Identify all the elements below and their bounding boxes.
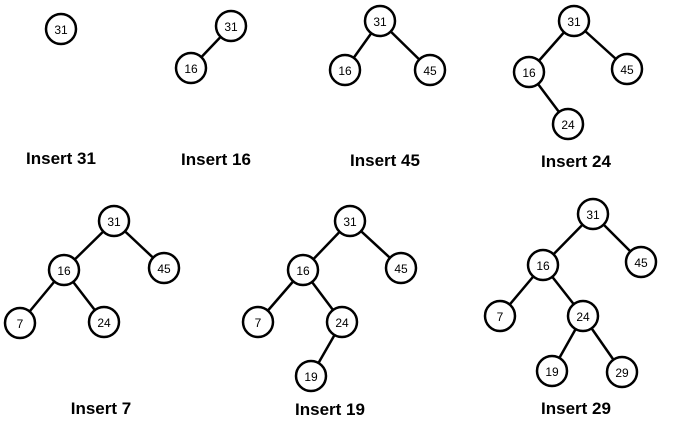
node-label: 24: [561, 118, 575, 132]
node-label: 29: [615, 366, 629, 380]
tree-node: 31: [333, 204, 367, 238]
node-label: 31: [567, 15, 581, 29]
tree-node: 31: [363, 4, 397, 38]
node-circle: [526, 248, 560, 282]
node-circle: [605, 355, 639, 389]
tree-node: 31: [557, 4, 591, 38]
tree-node: 24: [325, 305, 359, 339]
tree-node: 24: [551, 107, 585, 141]
tree-node: 7: [483, 299, 517, 333]
node-label: 7: [17, 317, 24, 331]
tree-node: 16: [174, 51, 208, 85]
node-circle: [512, 55, 546, 89]
node-label: 31: [224, 20, 238, 34]
node-label: 31: [343, 215, 357, 229]
node-label: 31: [54, 23, 68, 37]
tree-node: 45: [413, 53, 447, 87]
node-label: 24: [335, 316, 349, 330]
node-circle: [286, 253, 320, 287]
tree-node: 45: [147, 251, 181, 285]
tree-node: 16: [47, 253, 81, 287]
tree-node: 16: [286, 253, 320, 287]
step-caption: Insert 24: [541, 152, 611, 171]
node-label: 45: [620, 63, 634, 77]
node-label: 31: [107, 215, 121, 229]
node-circle: [47, 253, 81, 287]
node-label: 24: [576, 310, 590, 324]
node-label: 7: [255, 316, 262, 330]
node-circle: [44, 12, 78, 46]
tree-node: 29: [605, 355, 639, 389]
tree-node: 31: [44, 12, 78, 46]
tree-node: 31: [97, 204, 131, 238]
tree-node: 31: [576, 197, 610, 231]
node-circle: [174, 51, 208, 85]
node-label: 16: [57, 264, 71, 278]
node-circle: [624, 245, 658, 279]
step-caption: Insert 29: [541, 399, 611, 418]
node-circle: [328, 53, 362, 87]
tree-node: 45: [384, 251, 418, 285]
node-label: 45: [157, 262, 171, 276]
node-label: 45: [634, 256, 648, 270]
tree-node: 7: [241, 305, 275, 339]
node-label: 16: [338, 64, 352, 78]
node-label: 7: [497, 310, 504, 324]
node-label: 16: [522, 66, 536, 80]
step-caption: Insert 45: [350, 151, 420, 170]
node-label: 19: [545, 365, 559, 379]
tree-node: 45: [610, 52, 644, 86]
tree-node: 16: [328, 53, 362, 87]
node-circle: [97, 204, 131, 238]
step-caption: Insert 7: [71, 399, 131, 418]
node-label: 16: [536, 259, 550, 273]
node-label: 24: [97, 316, 111, 330]
node-label: 16: [184, 62, 198, 76]
node-label: 31: [373, 15, 387, 29]
tree-node: 16: [526, 248, 560, 282]
node-circle: [87, 305, 121, 339]
node-circle: [535, 354, 569, 388]
node-circle: [483, 299, 517, 333]
node-circle: [333, 204, 367, 238]
tree-node: 19: [294, 359, 328, 393]
node-circle: [610, 52, 644, 86]
node-circle: [325, 305, 359, 339]
node-circle: [557, 4, 591, 38]
tree-node: 45: [624, 245, 658, 279]
node-circle: [566, 299, 600, 333]
step-caption: Insert 31: [26, 149, 96, 168]
tree-node: 16: [512, 55, 546, 89]
tree-node: 24: [566, 299, 600, 333]
tree-node: 19: [535, 354, 569, 388]
tree-node: 24: [87, 305, 121, 339]
node-circle: [363, 4, 397, 38]
node-label: 45: [394, 262, 408, 276]
node-circle: [147, 251, 181, 285]
step-caption: Insert 16: [181, 150, 251, 169]
node-circle: [576, 197, 610, 231]
tree-node: 31: [214, 9, 248, 43]
node-circle: [384, 251, 418, 285]
node-circle: [214, 9, 248, 43]
node-label: 16: [296, 264, 310, 278]
node-circle: [551, 107, 585, 141]
node-label: 31: [586, 208, 600, 222]
node-circle: [413, 53, 447, 87]
node-label: 19: [304, 370, 318, 384]
node-circle: [3, 306, 37, 340]
step-caption: Insert 19: [295, 400, 365, 419]
tree-node: 7: [3, 306, 37, 340]
node-label: 45: [423, 64, 437, 78]
node-circle: [241, 305, 275, 339]
node-circle: [294, 359, 328, 393]
